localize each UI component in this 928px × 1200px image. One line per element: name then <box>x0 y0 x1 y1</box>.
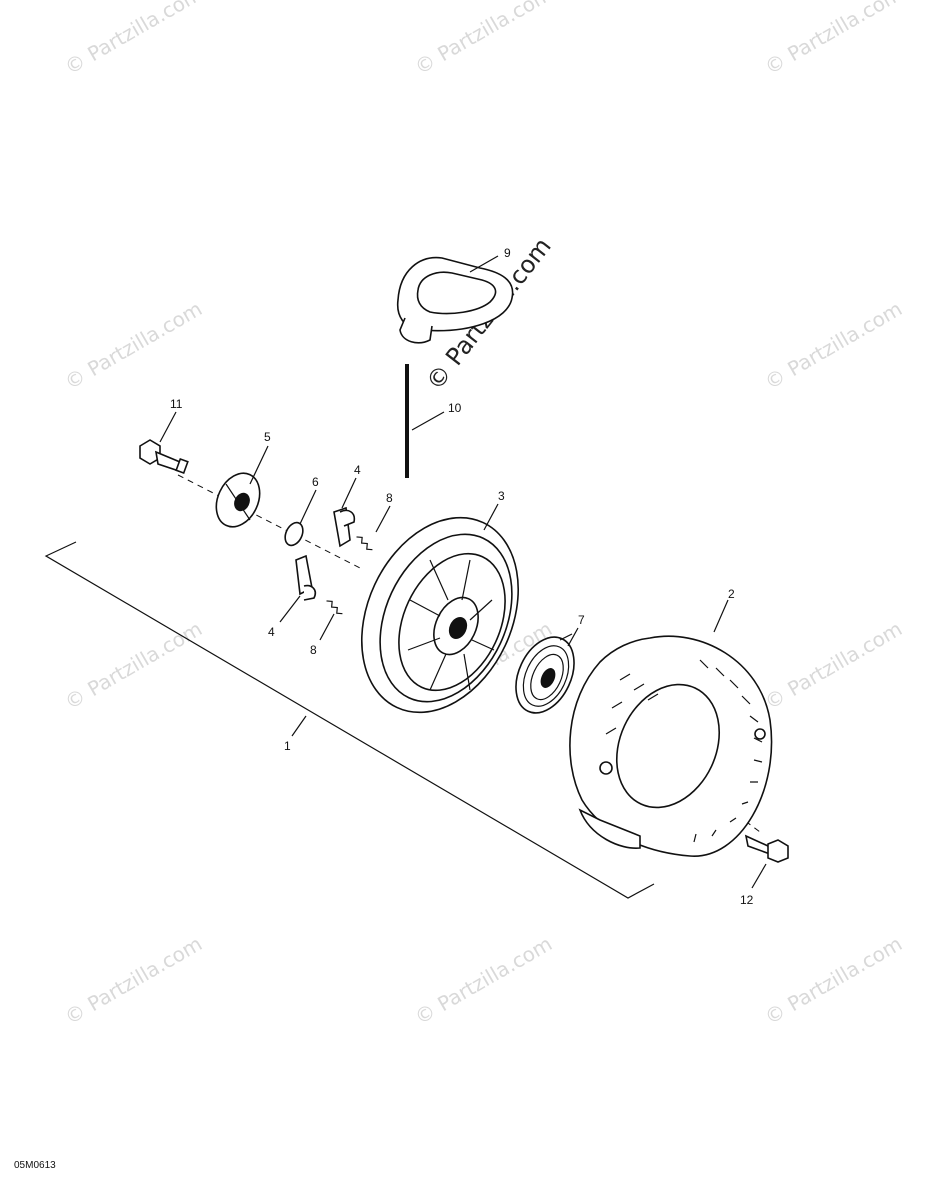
pawl-spring-upper <box>356 536 373 551</box>
callout-7: 7 <box>578 613 585 627</box>
watermark: © Partzilla.com <box>761 616 907 714</box>
assembly-bracket <box>44 541 655 899</box>
housing-bolt <box>744 834 789 863</box>
axis-line <box>177 474 361 569</box>
watermarks: © Partzilla.com © Partzilla.com © Partzi… <box>61 0 907 1029</box>
watermark: © Partzilla.com <box>411 931 557 1029</box>
callout-8-lower: 8 <box>310 643 317 657</box>
starter-handle <box>396 256 514 344</box>
pawl-spring-lower <box>326 600 343 615</box>
watermark: © Partzilla.com <box>61 296 207 394</box>
callout-6: 6 <box>312 475 319 489</box>
callout-8-upper: 8 <box>386 491 393 505</box>
callout-1: 1 <box>284 739 291 753</box>
shoulder-bolt <box>139 439 189 475</box>
watermark: © Partzilla.com <box>761 931 907 1029</box>
watermark: © Partzilla.com <box>61 616 207 714</box>
callout-4-lower: 4 <box>268 625 275 639</box>
watermark: © Partzilla.com <box>411 0 557 79</box>
callout-11: 11 <box>170 397 183 411</box>
rope-pulley <box>360 516 520 714</box>
watermark: © Partzilla.com <box>761 296 907 394</box>
callout-3: 3 <box>498 489 505 503</box>
callout-4-upper: 4 <box>354 463 361 477</box>
callout-5: 5 <box>264 430 271 444</box>
watermark: © Partzilla.com <box>61 0 207 79</box>
callout-10: 10 <box>448 401 462 415</box>
leader-lines <box>159 255 767 889</box>
pawl-lower <box>295 554 317 601</box>
recoil-spring <box>515 633 575 714</box>
diagram-code: 05M0613 <box>14 1160 56 1171</box>
callouts: 9 10 11 5 6 4 8 3 7 2 4 8 1 12 <box>170 246 754 907</box>
callout-12: 12 <box>740 893 754 907</box>
pawl-upper <box>333 506 356 548</box>
starter-housing <box>569 635 773 857</box>
retaining-ring <box>284 521 304 547</box>
watermark: © Partzilla.com <box>761 0 907 79</box>
pawl-plate <box>215 472 261 528</box>
callout-2: 2 <box>728 587 735 601</box>
callout-9: 9 <box>504 246 511 260</box>
watermark: © Partzilla.com <box>61 931 207 1029</box>
